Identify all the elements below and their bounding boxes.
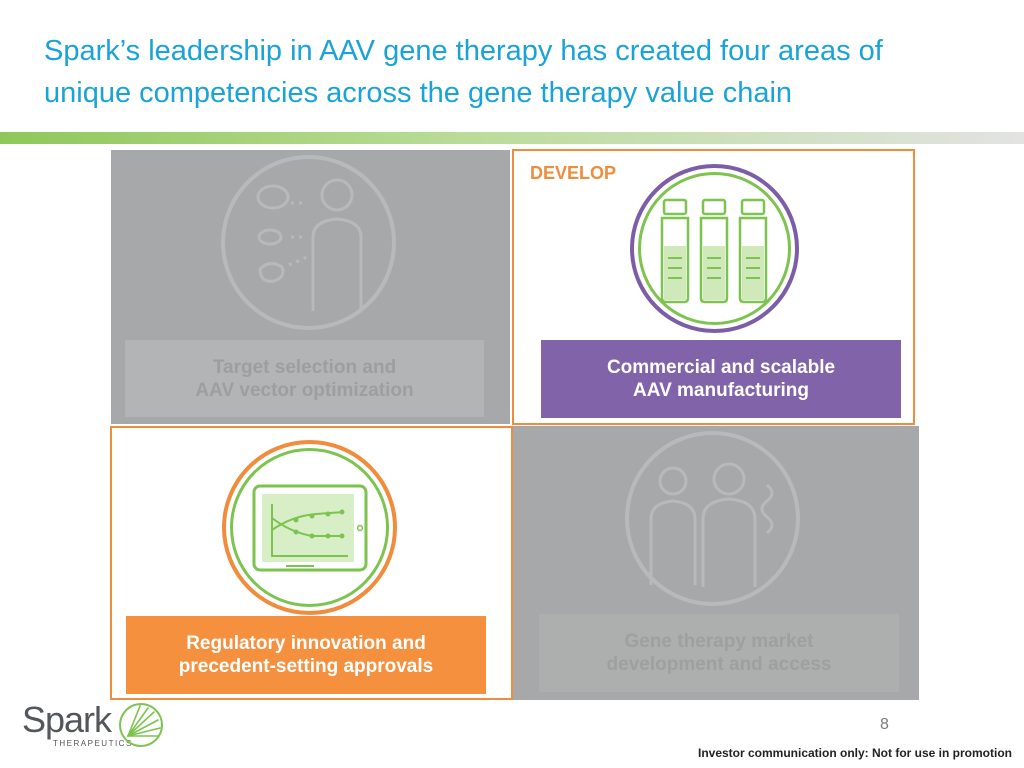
quadrant-market-access: Gene therapy market development and acce…: [513, 426, 919, 700]
quadrant-manufacturing: DEVELOP Commercial and: [512, 149, 915, 425]
quadrant-label: Gene therapy market development and acce…: [539, 614, 899, 692]
doctor-patient-icon: [625, 431, 800, 606]
logo-subtitle: THERAPEUTICS: [53, 739, 133, 748]
patient-organs-icon: [221, 155, 396, 330]
label-line-1: Regulatory innovation and: [186, 633, 426, 654]
label-line-1: Commercial and scalable: [606, 357, 836, 378]
quadrant-regulatory: Regulatory innovation and precedent-sett…: [110, 426, 513, 700]
footer-disclaimer: Investor communication only: Not for use…: [697, 746, 1012, 760]
inner-ring: [638, 172, 791, 325]
quadrant-label: Target selection and AAV vector optimiza…: [125, 340, 484, 417]
logo-wordmark: Spark: [22, 699, 112, 740]
title-divider: [0, 132, 1024, 144]
slide-title: Spark’s leadership in AAV gene therapy h…: [44, 30, 1004, 114]
vials-icon: [630, 164, 799, 333]
label-line-1: Gene therapy market: [624, 631, 814, 652]
slide-title-line-1: Spark’s leadership in AAV gene therapy h…: [44, 35, 883, 67]
quadrant-label: Regulatory innovation and precedent-sett…: [126, 616, 486, 694]
label-line-2: AAV manufacturing: [633, 380, 809, 401]
quadrant-target-selection: Target selection and AAV vector optimiza…: [111, 150, 510, 424]
spark-burst-icon: [119, 703, 163, 747]
develop-tag: DEVELOP: [530, 163, 617, 183]
inner-ring: [230, 448, 389, 607]
slide-title-line-2: unique competencies across the gene ther…: [44, 77, 793, 109]
label-line-2: precedent-setting approvals: [178, 656, 434, 677]
label-line-1: Target selection and: [212, 356, 397, 378]
label-line-2: AAV vector optimization: [195, 379, 414, 401]
quadrant-label: Commercial and scalable AAV manufacturin…: [541, 340, 901, 418]
page-number: 8: [880, 716, 889, 733]
spark-logo: Spark THERAPEUTICS: [22, 700, 172, 750]
label-line-2: development and access: [606, 654, 832, 675]
tablet-chart-icon: [222, 440, 397, 615]
